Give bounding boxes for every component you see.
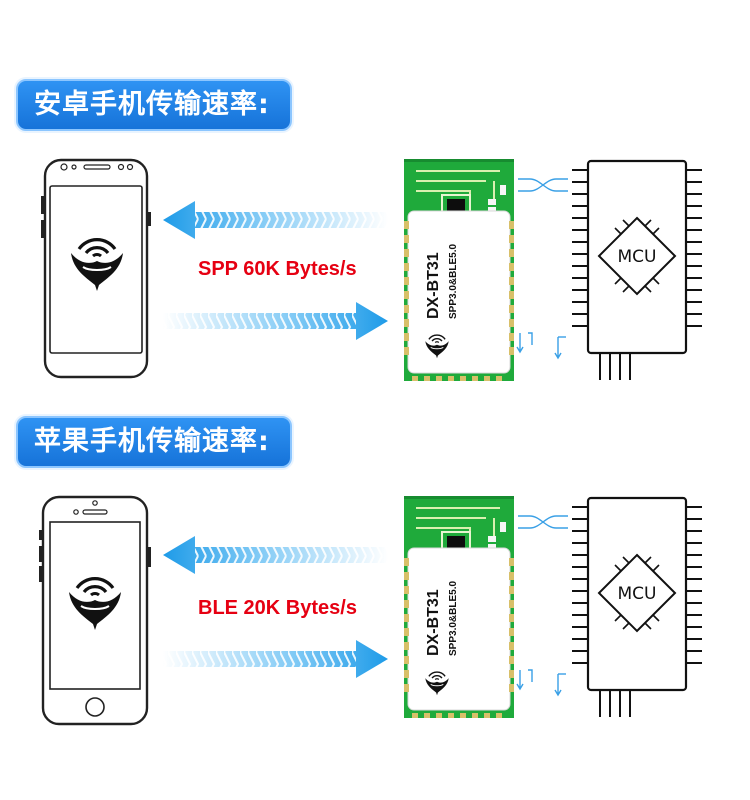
arrow-left-icon xyxy=(163,536,388,574)
iphone-diagram: DX-BT31 SPP3.0&BLE5.0 xyxy=(39,495,702,726)
signal-down-arrows xyxy=(516,332,566,360)
iphone-icon xyxy=(39,495,151,726)
module-protocol: SPP3.0&BLE5.0 xyxy=(448,581,459,656)
section-heading: 苹果手机传输速率: xyxy=(16,416,292,468)
signal-down-arrows xyxy=(516,669,566,697)
iphone-section: 苹果手机传输速率: xyxy=(0,412,750,742)
uart-crossed-wires xyxy=(518,515,568,529)
mcu-label: MCU xyxy=(618,247,657,267)
mcu-chip-icon: MCU xyxy=(572,496,702,717)
mcu-chip-icon: MCU xyxy=(572,159,702,380)
android-phone-icon xyxy=(41,158,151,379)
uart-crossed-wires xyxy=(518,178,568,192)
arrow-right-icon xyxy=(163,640,388,678)
module-name: DX-BT31 xyxy=(425,589,442,656)
section-heading: 安卓手机传输速率: xyxy=(16,79,292,131)
bluetooth-module: DX-BT31 SPP3.0&BLE5.0 xyxy=(404,496,514,718)
module-protocol: SPP3.0&BLE5.0 xyxy=(448,244,459,319)
bluetooth-module: DX-BT31 SPP3.0&BLE5.0 xyxy=(404,159,514,381)
android-section: 安卓手机传输速率: xyxy=(0,75,750,405)
arrow-right-icon xyxy=(163,302,388,340)
arrow-left-icon xyxy=(163,201,388,239)
android-diagram: DX-BT31 SPP3.0&BLE5.0 xyxy=(41,158,702,381)
speed-label: SPP 60K Bytes/s xyxy=(198,258,357,280)
mcu-label: MCU xyxy=(618,584,657,604)
module-name: DX-BT31 xyxy=(425,252,442,319)
speed-label: BLE 20K Bytes/s xyxy=(198,597,357,619)
